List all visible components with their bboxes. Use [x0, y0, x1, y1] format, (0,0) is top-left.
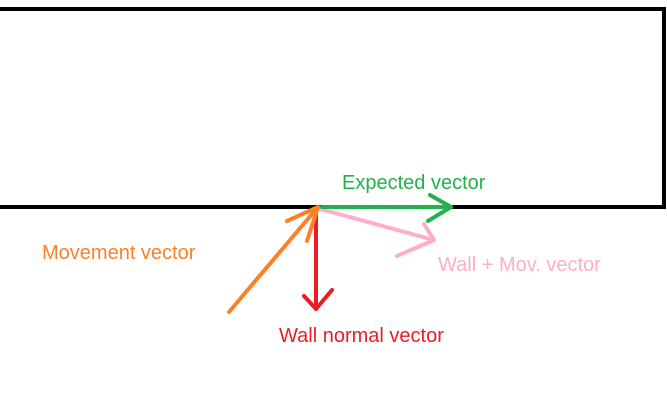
- expected-arrow: [320, 193, 453, 223]
- wall-plus-movement-arrow: [318, 207, 436, 258]
- wall-mov-vector-label: Wall + Mov. vector: [438, 254, 601, 276]
- wall-normal-vector-label: Wall normal vector: [279, 325, 444, 347]
- movement-arrow: [227, 205, 320, 314]
- wall-rectangle: [0, 7, 666, 209]
- wall-normal-arrow: [302, 206, 334, 311]
- expected-vector-label: Expected vector: [342, 172, 486, 194]
- movement-vector-label: Movement vector: [42, 242, 196, 264]
